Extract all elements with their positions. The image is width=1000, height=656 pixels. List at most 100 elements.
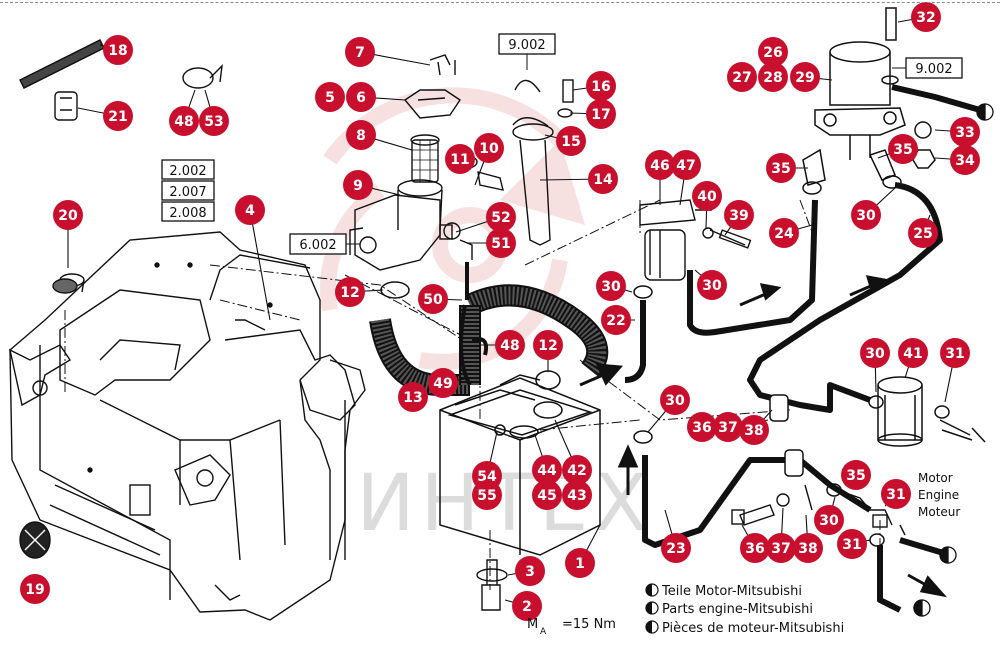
callout-marker-c6[interactable] — [346, 82, 376, 112]
callout-marker-c28[interactable] — [758, 62, 788, 92]
callout-marker-c38b[interactable] — [793, 533, 823, 563]
callout-45[interactable]: 45 — [532, 480, 562, 510]
callout-marker-c41[interactable] — [898, 338, 928, 368]
callout-marker-c32[interactable] — [911, 2, 941, 32]
callout-marker-c14[interactable] — [588, 164, 618, 194]
callout-35[interactable]: 35 — [766, 153, 796, 183]
callout-marker-c31a[interactable] — [940, 338, 970, 368]
callout-25[interactable]: 25 — [908, 218, 938, 248]
callout-marker-c38a[interactable] — [739, 415, 769, 445]
callout-21[interactable]: 21 — [103, 101, 133, 131]
callout-marker-c30e[interactable] — [860, 338, 890, 368]
callout-marker-c2[interactable] — [512, 591, 542, 621]
callout-marker-c45[interactable] — [532, 480, 562, 510]
callout-marker-c9[interactable] — [343, 170, 373, 200]
callout-marker-c44[interactable] — [532, 455, 562, 485]
callout-marker-c36b[interactable] — [740, 533, 770, 563]
callout-marker-c21[interactable] — [103, 101, 133, 131]
callout-marker-c34[interactable] — [950, 145, 980, 175]
callout-4[interactable]: 4 — [235, 195, 265, 225]
callout-marker-c4[interactable] — [235, 195, 265, 225]
callout-22[interactable]: 22 — [601, 305, 631, 335]
callout-8[interactable]: 8 — [346, 120, 376, 150]
callout-30[interactable]: 30 — [660, 385, 690, 415]
callout-13[interactable]: 13 — [398, 382, 428, 412]
callout-20[interactable]: 20 — [53, 200, 83, 230]
callout-18[interactable]: 18 — [103, 35, 133, 65]
callout-42[interactable]: 42 — [562, 455, 592, 485]
callout-50[interactable]: 50 — [418, 284, 448, 314]
callout-46[interactable]: 46 — [645, 150, 675, 180]
callout-marker-c52[interactable] — [486, 202, 516, 232]
callout-38[interactable]: 38 — [739, 415, 769, 445]
callout-14[interactable]: 14 — [588, 164, 618, 194]
callout-marker-c30a[interactable] — [596, 271, 626, 301]
callout-17[interactable]: 17 — [586, 99, 616, 129]
callout-7[interactable]: 7 — [345, 37, 375, 67]
callout-marker-c40[interactable] — [692, 181, 722, 211]
callout-marker-c3[interactable] — [515, 556, 545, 586]
callout-marker-c12a[interactable] — [335, 277, 365, 307]
callout-marker-c26[interactable] — [758, 37, 788, 67]
callout-36[interactable]: 36 — [740, 533, 770, 563]
callout-44[interactable]: 44 — [532, 455, 562, 485]
callout-30[interactable]: 30 — [860, 338, 890, 368]
callout-marker-c25[interactable] — [908, 218, 938, 248]
callout-marker-c18[interactable] — [103, 35, 133, 65]
callout-31[interactable]: 31 — [940, 338, 970, 368]
callout-24[interactable]: 24 — [769, 218, 799, 248]
callout-32[interactable]: 32 — [911, 2, 941, 32]
callout-marker-c19[interactable] — [20, 574, 50, 604]
callout-37[interactable]: 37 — [713, 412, 743, 442]
callout-23[interactable]: 23 — [661, 533, 691, 563]
callout-35[interactable]: 35 — [841, 460, 871, 490]
callout-39[interactable]: 39 — [724, 200, 754, 230]
callout-35[interactable]: 35 — [888, 134, 918, 164]
callout-marker-c30d[interactable] — [851, 200, 881, 230]
callout-6[interactable]: 6 — [346, 82, 376, 112]
callout-marker-c36a[interactable] — [687, 412, 717, 442]
callout-5[interactable]: 5 — [315, 82, 345, 112]
callout-48[interactable]: 48 — [495, 330, 525, 360]
callout-27[interactable]: 27 — [727, 62, 757, 92]
callout-marker-c30b[interactable] — [697, 270, 727, 300]
callout-29[interactable]: 29 — [790, 62, 820, 92]
callout-30[interactable]: 30 — [596, 271, 626, 301]
callout-36[interactable]: 36 — [687, 412, 717, 442]
callout-26[interactable]: 26 — [758, 37, 788, 67]
callout-marker-c35c[interactable] — [841, 460, 871, 490]
callout-marker-c30c[interactable] — [660, 385, 690, 415]
callout-34[interactable]: 34 — [950, 145, 980, 175]
callout-31[interactable]: 31 — [881, 479, 911, 509]
callout-marker-c10[interactable] — [474, 133, 504, 163]
callout-marker-c27[interactable] — [727, 62, 757, 92]
callout-55[interactable]: 55 — [472, 480, 502, 510]
callout-marker-c37b[interactable] — [766, 533, 796, 563]
callout-marker-c17[interactable] — [586, 99, 616, 129]
callout-28[interactable]: 28 — [758, 62, 788, 92]
callout-marker-c1[interactable] — [565, 548, 595, 578]
callout-51[interactable]: 51 — [486, 228, 516, 258]
callout-marker-c35a[interactable] — [766, 153, 796, 183]
callout-marker-c31b[interactable] — [881, 479, 911, 509]
callout-marker-c46[interactable] — [645, 150, 675, 180]
callout-2[interactable]: 2 — [512, 591, 542, 621]
callout-marker-c51[interactable] — [486, 228, 516, 258]
callout-53[interactable]: 53 — [199, 106, 229, 136]
callout-marker-c48b[interactable] — [169, 106, 199, 136]
callout-1[interactable]: 1 — [565, 548, 595, 578]
callout-marker-c15[interactable] — [556, 126, 586, 156]
callout-48[interactable]: 48 — [169, 106, 199, 136]
callout-12[interactable]: 12 — [533, 330, 563, 360]
callout-marker-c20[interactable] — [53, 200, 83, 230]
callout-marker-c29[interactable] — [790, 62, 820, 92]
callout-marker-c49[interactable] — [428, 368, 458, 398]
callout-marker-c8[interactable] — [346, 120, 376, 150]
callout-marker-c13[interactable] — [398, 382, 428, 412]
callout-marker-c37a[interactable] — [713, 412, 743, 442]
callout-marker-c5[interactable] — [315, 82, 345, 112]
callout-12[interactable]: 12 — [335, 277, 365, 307]
callout-marker-c43[interactable] — [562, 480, 592, 510]
callout-marker-c47[interactable] — [671, 150, 701, 180]
callout-52[interactable]: 52 — [486, 202, 516, 232]
